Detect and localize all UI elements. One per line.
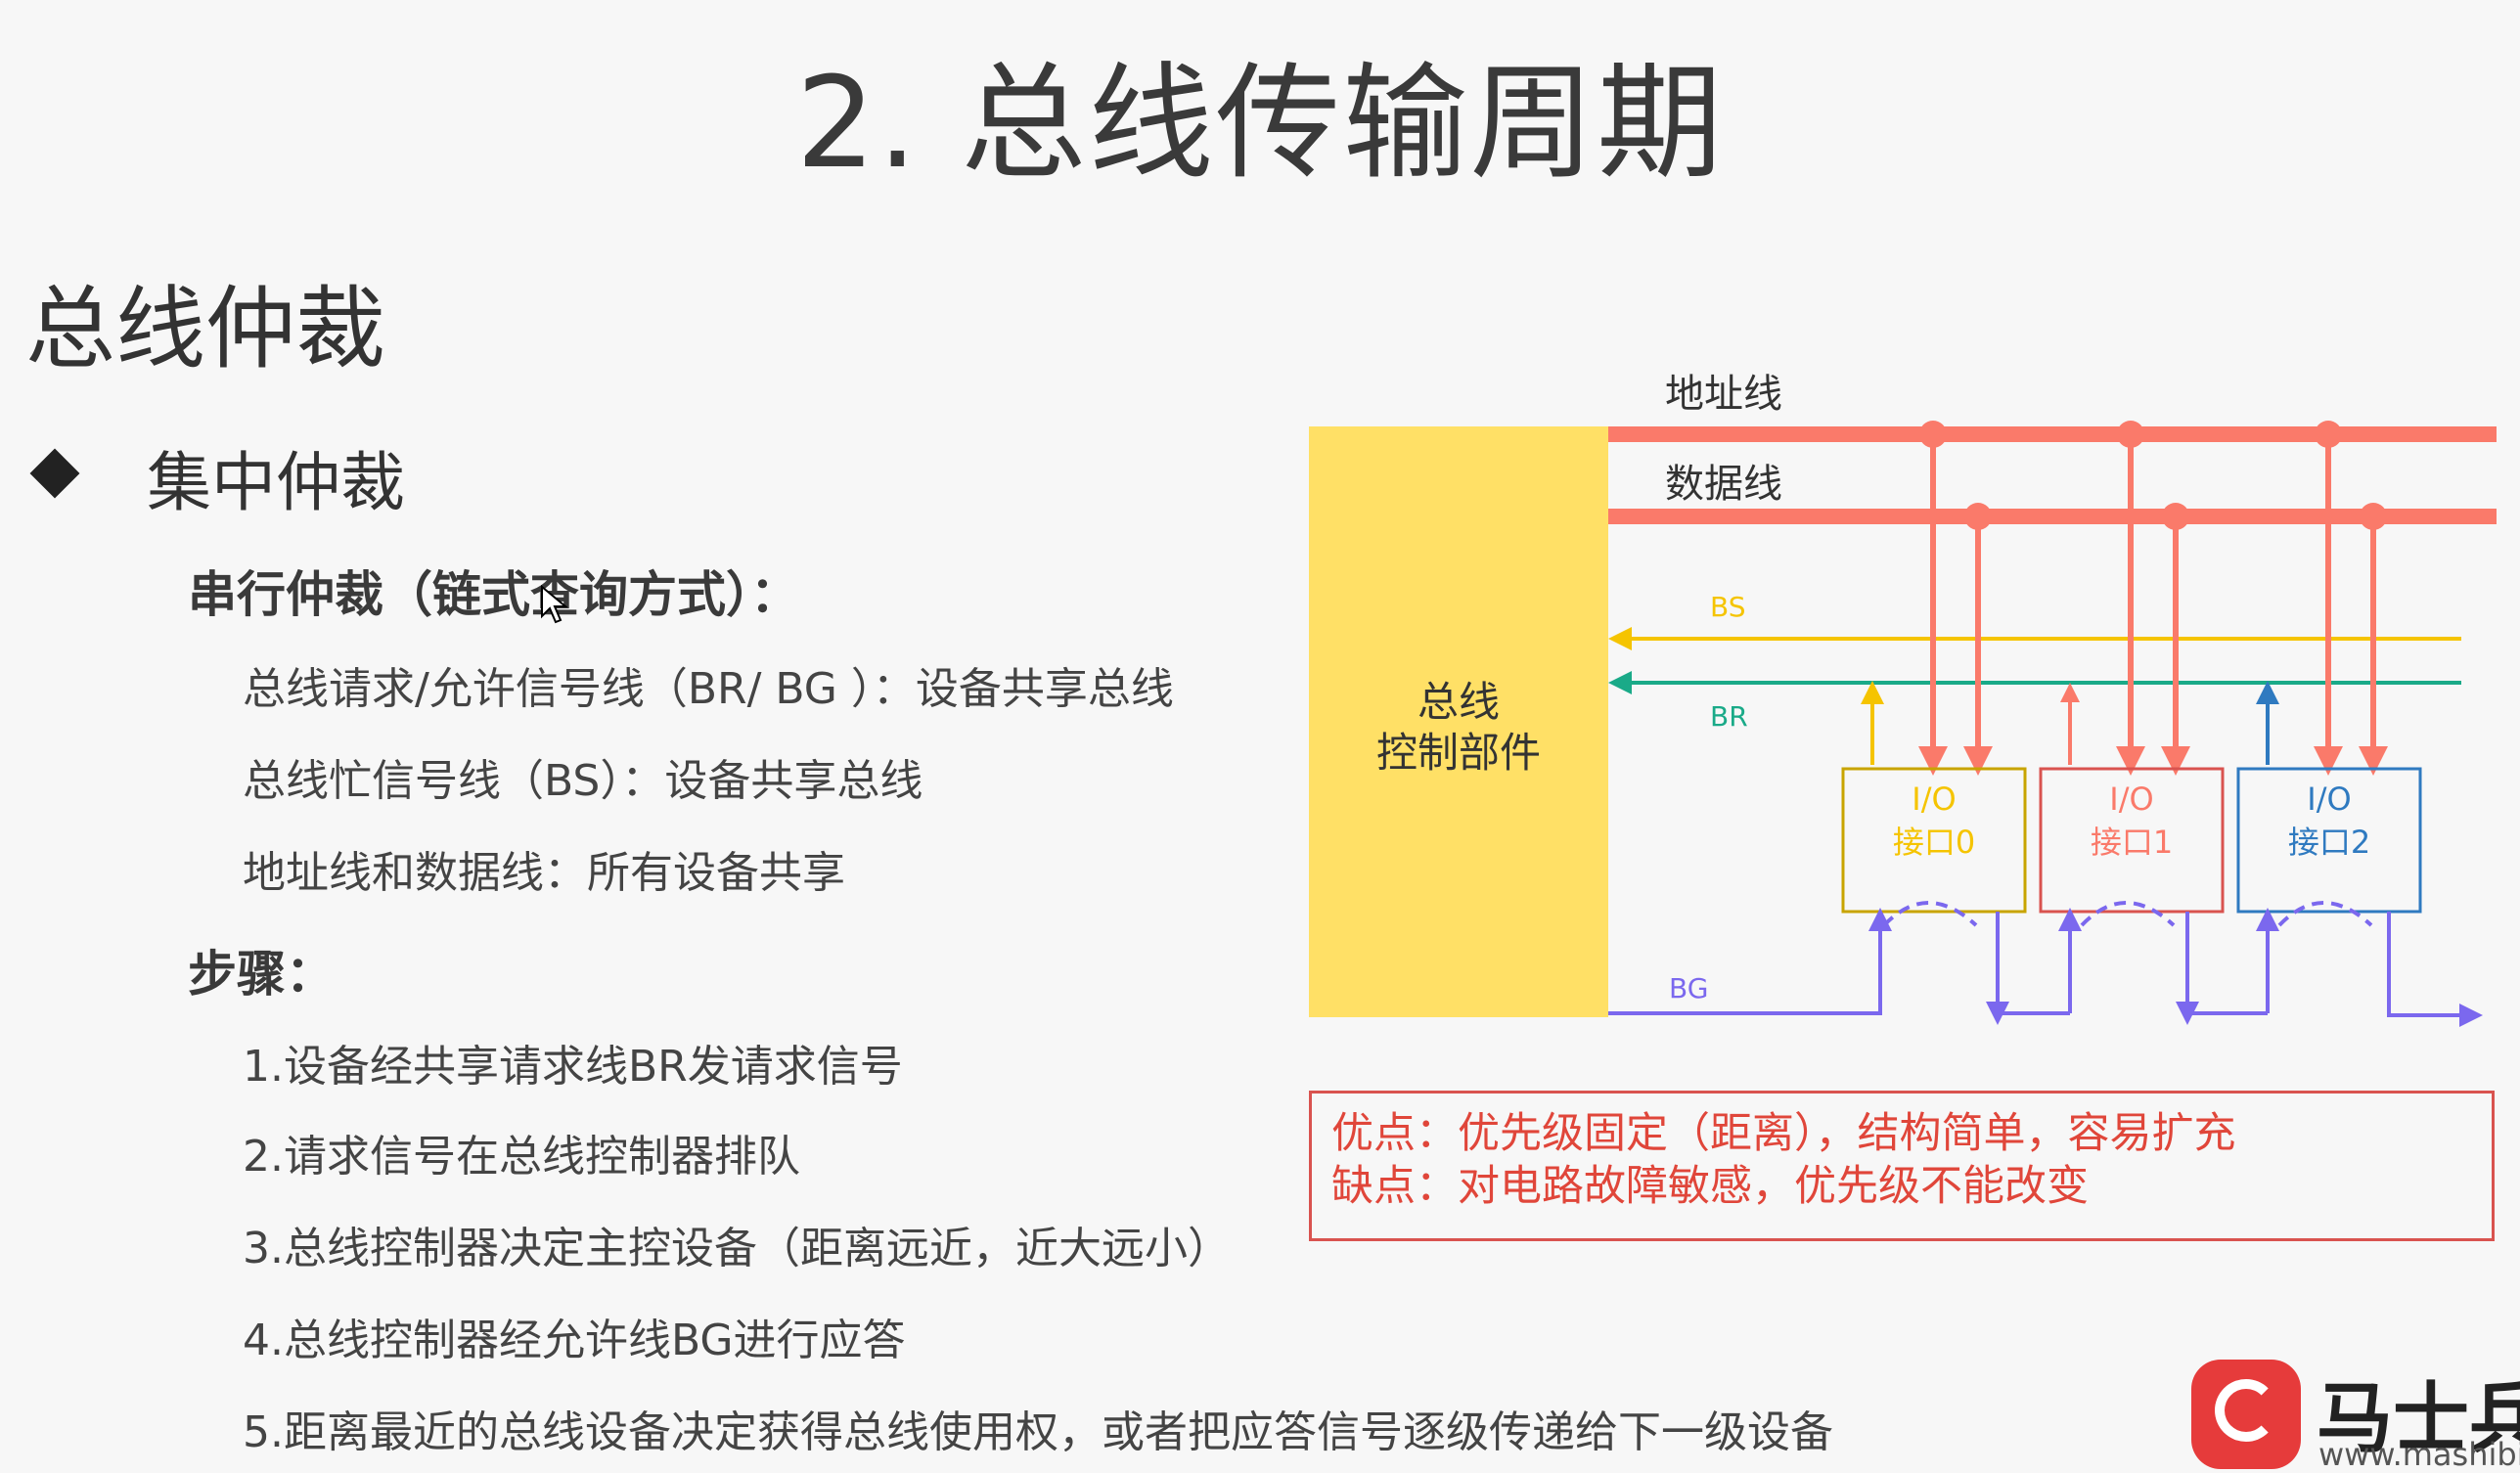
- bullet-label: 集中仲裁: [147, 445, 405, 520]
- signal-line-bs: 总线忙信号线（BS）：设备共享总线: [243, 756, 923, 806]
- brand-logo-icon: [2191, 1360, 2301, 1469]
- bg-chain: [1608, 908, 2483, 1027]
- step-3: 3.总线控制器决定主控设备（距离远近，近大远小）: [243, 1224, 1231, 1273]
- io-interface-2: [2236, 767, 2422, 914]
- io-interface-1-line1: I/O: [2109, 781, 2153, 818]
- pros-cons-box: 优点：优先级固定（距离），结构简单，容易扩充 缺点：对电路故障敏感，优先级不能改…: [1309, 1091, 2495, 1241]
- signal-line-br-bg: 总线请求/允许信号线（BR/ BG ）：设备共享总线: [243, 664, 1174, 714]
- controller-label-line2: 控制部件: [1376, 729, 1541, 777]
- step-4: 4.总线控制器经允许线BG进行应答: [243, 1316, 906, 1365]
- io-interface-1: [2039, 767, 2225, 914]
- io-interface-1-line2: 接口1: [2091, 824, 2173, 861]
- step-5: 5.距离最近的总线设备决定获得总线使用权，或者把应答信号逐级传递给下一级设备: [243, 1407, 1833, 1457]
- io-interface-2-line1: I/O: [2307, 781, 2351, 818]
- section-heading: 总线仲裁: [25, 277, 386, 381]
- pros-text: 优点：优先级固定（距离），结构简单，容易扩充: [1331, 1109, 2236, 1158]
- mouse-cursor-icon: [541, 585, 567, 624]
- bs-label: BS: [1710, 591, 1746, 623]
- brand-url: www.mashibin: [2318, 1436, 2520, 1473]
- slide-title: 2. 总线传输周期: [795, 51, 1725, 197]
- serial-arbitration-heading: 串行仲裁（链式查询方式）：: [188, 566, 799, 623]
- io-interface-2-line2: 接口2: [2288, 824, 2370, 861]
- signal-line-address-data: 地址线和数据线：所有设备共享: [243, 848, 845, 898]
- io-interface-0-line2: 接口0: [1893, 824, 1975, 861]
- bus-controller-block: [1309, 426, 1608, 1017]
- io-interface-0-line1: I/O: [1912, 781, 1956, 818]
- address-bus-label: 地址线: [1665, 372, 1782, 417]
- bus-taps: [1918, 421, 2388, 776]
- bus-arbitration-diagram: 总线 控制部件 地址线 数据线 BS BR I/O 接口0 I/O 接口1 I/…: [1309, 372, 2497, 1027]
- cons-text: 缺点：对电路故障敏感，优先级不能改变: [1331, 1162, 2089, 1211]
- steps-heading: 步骤：: [188, 946, 335, 1003]
- step-1: 1.设备经共享请求线BR发请求信号: [243, 1042, 903, 1092]
- io-interface-0: [1841, 767, 2027, 914]
- br-label: BR: [1710, 700, 1748, 733]
- data-bus-label: 数据线: [1665, 462, 1782, 507]
- bullet-diamond-icon: [29, 448, 80, 499]
- bg-passthrough-arcs: [1882, 901, 2373, 927]
- bg-label: BG: [1669, 972, 1708, 1004]
- brand-name: 马士兵教: [2317, 1375, 2520, 1463]
- controller-label-line1: 总线: [1418, 678, 1500, 726]
- step-2: 2.请求信号在总线控制器排队: [243, 1132, 800, 1182]
